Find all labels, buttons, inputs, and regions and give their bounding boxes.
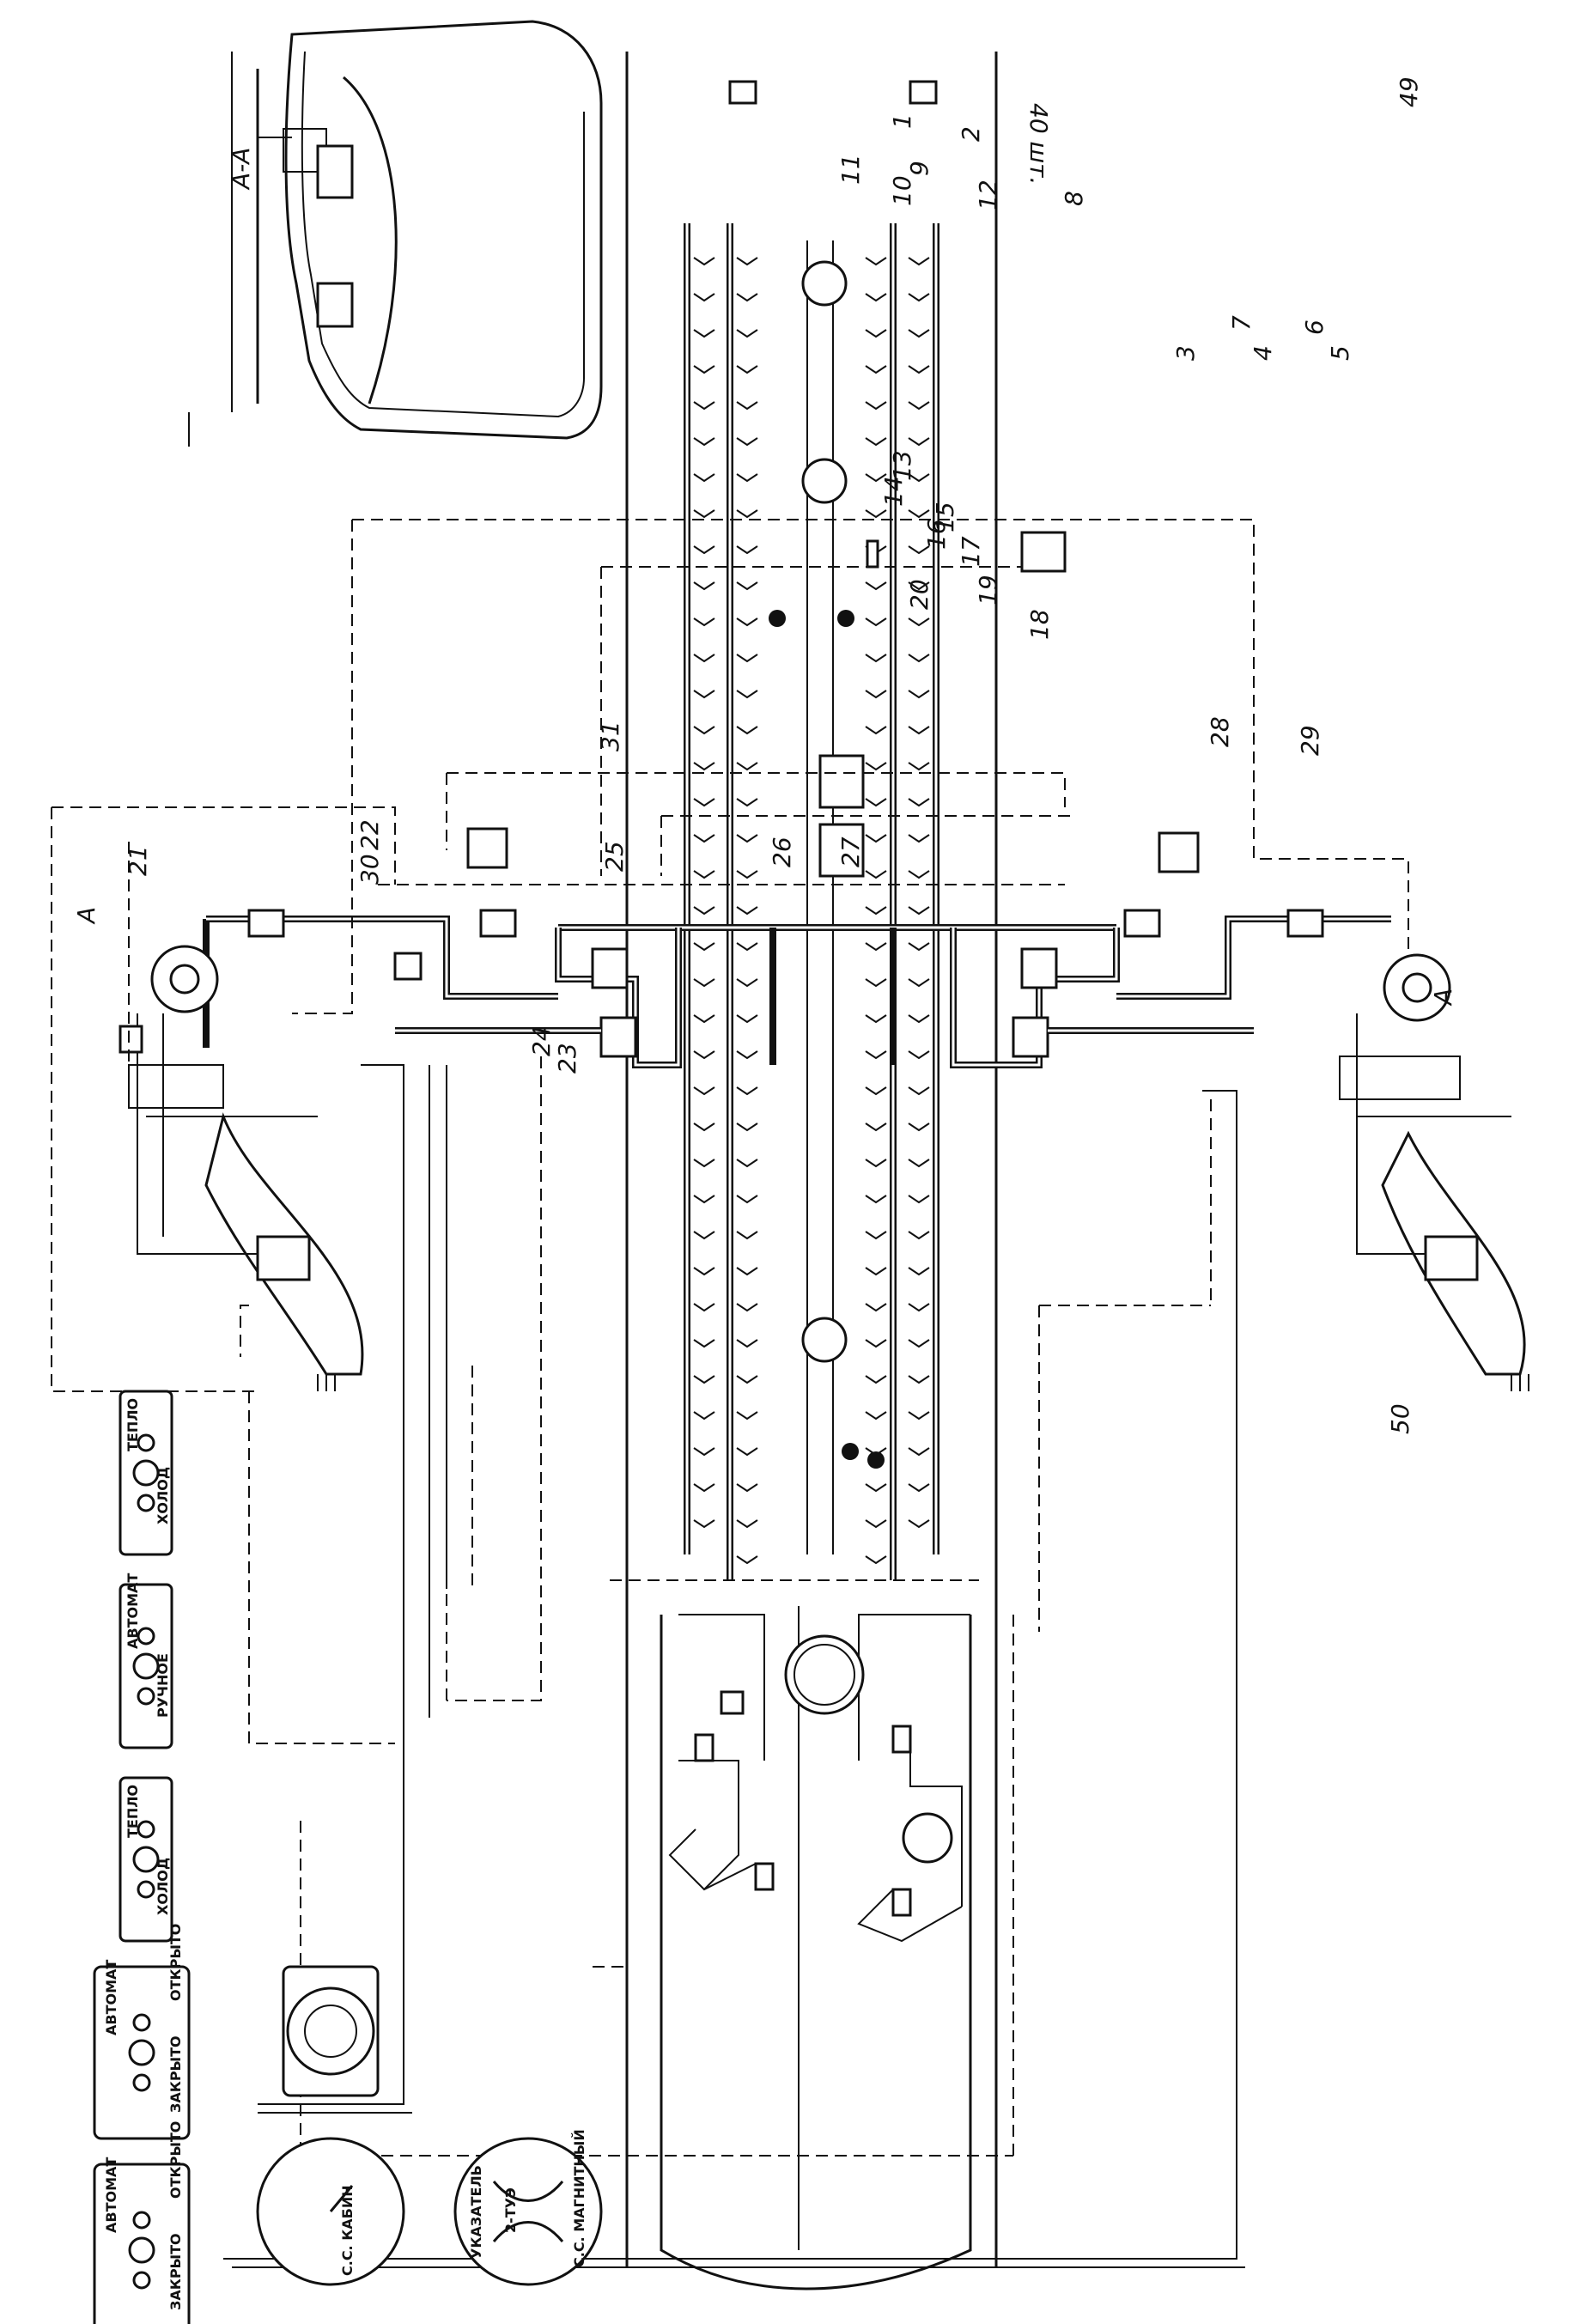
- unit-13-right: [1158, 831, 1200, 873]
- panel-48-bottom: РУЧНОЕ: [155, 1653, 171, 1718]
- callout-15: 15: [931, 502, 959, 532]
- callout-25: 25: [600, 841, 629, 872]
- callout-50: 50: [1386, 1403, 1414, 1434]
- callout-49: 49: [1395, 76, 1423, 107]
- panel-46-top: АВТОМАТ: [103, 1960, 119, 2035]
- callout-3: 3: [1171, 345, 1200, 361]
- callout-17: 17: [957, 536, 985, 567]
- panel-48-top: АВТОМАТ: [125, 1573, 141, 1649]
- instrument-gauges: [256, 1965, 603, 2286]
- section-label: А-А: [227, 148, 255, 191]
- gauge-43-bottom: С.С. МАГНИТНЫЙ: [571, 2129, 587, 2267]
- callout-29: 29: [1296, 725, 1324, 756]
- callout-16: 16: [922, 519, 951, 550]
- indicator-38: [784, 1634, 865, 1715]
- panel-45-top: АВТОМАТ: [103, 2157, 119, 2233]
- fuselage-outline: [625, 52, 998, 2291]
- unit-26: [818, 754, 865, 809]
- panel-49-bottom: ХОЛОД: [155, 1467, 171, 1524]
- right-engine-bleed-system: [1048, 831, 1526, 1376]
- callout-27: 27: [836, 837, 865, 867]
- callout-30: 30: [356, 854, 384, 885]
- airflow-arrows: [188, 412, 1529, 1391]
- cut-mark-left: А: [72, 907, 100, 925]
- valve-19-right: [1020, 947, 1058, 989]
- callout-23: 23: [553, 1043, 581, 1074]
- unit-13: [466, 827, 508, 869]
- panel-49-top: ТЕПЛО: [125, 1398, 141, 1451]
- callout-5: 5: [1326, 345, 1354, 361]
- blower-33: [902, 1812, 953, 1864]
- callout-10: 10: [888, 175, 916, 206]
- control-wiring: [51, 519, 1409, 2157]
- callout-13: 13: [888, 450, 916, 481]
- callout-20: 20: [905, 579, 933, 610]
- callout-1: 1: [888, 113, 916, 129]
- callout-28: 28: [1206, 716, 1234, 747]
- heat-exchanger-6: [256, 1235, 311, 1281]
- panel-47-top: ТЕПЛО: [125, 1785, 141, 1838]
- callout-31: 31: [596, 721, 624, 751]
- gauge-43-top: УКАЗАТЕЛЬ: [468, 2165, 484, 2259]
- cockpit-equipment: [668, 1614, 970, 1943]
- callout-9: 9: [905, 161, 933, 176]
- unit-36: [720, 1690, 745, 1715]
- panel-46-right: ЗАКРЫТО: [167, 2035, 184, 2113]
- cabin-center-equipment: [728, 80, 1067, 1554]
- left-engine-bleed-system: [119, 909, 601, 1376]
- section-a-a-view: [231, 20, 603, 440]
- callout-7: 7: [1227, 315, 1256, 331]
- callout-21: 21: [124, 845, 152, 876]
- main-air-manifold: [555, 924, 1120, 1068]
- valve-19: [591, 947, 629, 989]
- callout-14: 14: [879, 476, 908, 507]
- callout-18: 18: [1025, 609, 1054, 640]
- panel-45-right: ЗАКРЫТО: [167, 2233, 184, 2310]
- callout-8: 8: [1060, 191, 1088, 206]
- cut-mark-right: А: [1429, 989, 1457, 1007]
- callout-26: 26: [768, 837, 796, 867]
- panel-45-left: ОТКРЫТО: [167, 2121, 184, 2199]
- callout-6: 6: [1300, 319, 1329, 335]
- callout-2: 2: [957, 126, 985, 142]
- valve-18: [599, 1016, 637, 1058]
- gauge-43-mid: 2-ТУЭ: [502, 2187, 519, 2233]
- callout-11: 11: [836, 154, 865, 185]
- engine-intake-4: [204, 1112, 364, 1376]
- callout-24: 24: [527, 1025, 556, 1056]
- gauge-43: [453, 2137, 603, 2286]
- callout-22: 22: [356, 819, 384, 850]
- control-panels: [93, 1390, 191, 2324]
- valve-18-right: [1012, 1016, 1049, 1058]
- unit-23: [1020, 531, 1067, 573]
- callout-4: 4: [1249, 345, 1277, 361]
- pressure-lines: [223, 1064, 1245, 2268]
- panel-47-bottom: ХОЛОД: [155, 1858, 171, 1915]
- unit-27: [818, 823, 865, 878]
- callout-12: 12: [974, 179, 1002, 210]
- gauge-42-label: С.С. КАБИН: [339, 2185, 356, 2276]
- cabin-distribution-ducts: [684, 223, 939, 1580]
- quantity-note: 40 шт.: [1025, 103, 1053, 185]
- panel-46-left: ОТКРЫТО: [167, 1924, 184, 2001]
- callout-19: 19: [974, 575, 1002, 605]
- gauge-41: [286, 1986, 375, 2076]
